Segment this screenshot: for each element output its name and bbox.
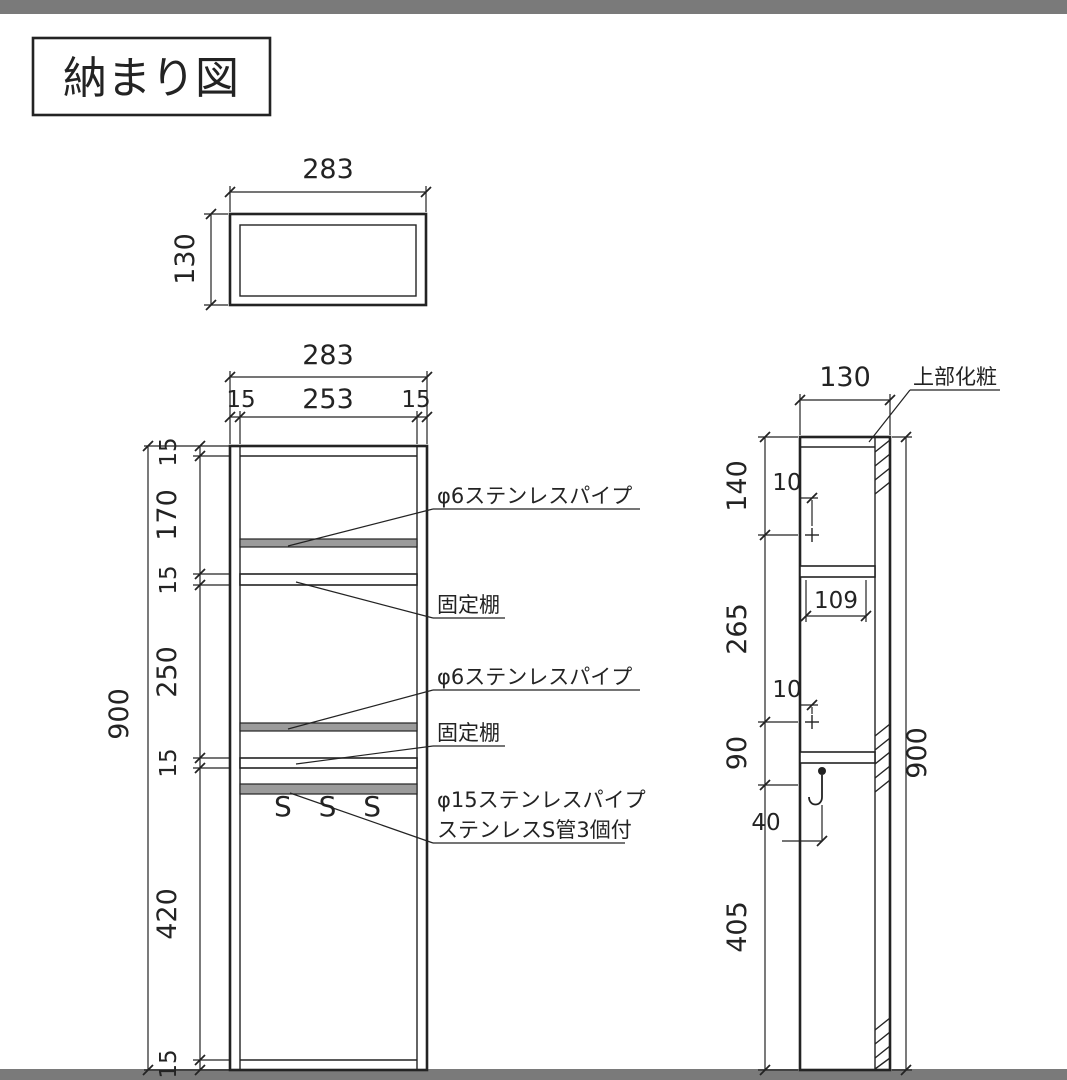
front-seg-2: 15	[156, 565, 182, 594]
front-seg-0: 15	[156, 437, 182, 466]
front-wall-right-dim: 15	[401, 387, 430, 413]
s-hook-symbol	[808, 767, 826, 806]
top-view-depth-dim: 130	[170, 233, 201, 285]
side-shelf-upper	[799, 565, 876, 578]
label-pipe6-upper: φ6ステンレスパイプ	[437, 484, 632, 508]
side-seg-0: 140	[722, 460, 753, 512]
label-pipe6-lower: φ6ステンレスパイプ	[437, 665, 632, 689]
drawing-title: 納まり図	[63, 53, 239, 104]
top-frame-bar	[0, 0, 1067, 14]
side-hook-drop-dim: 40	[751, 810, 780, 836]
side-width-dim: 130	[819, 362, 871, 393]
label-shelf-upper: 固定棚	[437, 593, 500, 617]
side-seg-3: 405	[722, 901, 753, 953]
pipe-center-mark-upper	[805, 528, 819, 542]
top-view: 283 130	[170, 154, 432, 311]
side-seg-1: 265	[722, 603, 753, 655]
title-block: 納まり図	[31, 36, 272, 117]
top-view-width-dim: 283	[302, 154, 354, 185]
pipe6-upper	[239, 538, 418, 548]
fixed-shelf-lower	[239, 757, 418, 769]
label-top-trim: 上部化粧	[913, 365, 997, 389]
side-shelf-lower	[799, 751, 876, 764]
s-hooks-text: S S S	[274, 790, 390, 823]
side-offset-lower-dim: 10	[772, 677, 801, 703]
label-pipe15-line2: ステンレスS管3個付	[437, 818, 632, 842]
front-seg-4: 15	[156, 748, 182, 777]
front-seg-1: 170	[152, 489, 183, 541]
bottom-frame-bar	[0, 1069, 1067, 1080]
pipe-center-mark-lower	[805, 715, 819, 729]
front-seg-6: 15	[156, 1049, 182, 1078]
pipe15-towel-bar	[239, 783, 418, 795]
side-height-dim: 900	[902, 727, 933, 779]
front-height-dim: 900	[104, 688, 135, 740]
label-shelf-lower: 固定棚	[437, 721, 500, 745]
pipe6-lower	[239, 722, 418, 732]
front-seg-5: 420	[152, 888, 183, 940]
label-pipe15-line1: φ15ステンレスパイプ	[437, 788, 646, 812]
side-view: 130 上部化粧	[722, 362, 1000, 1076]
top-view-inner-wall	[239, 224, 417, 297]
front-width-dim: 283	[302, 340, 354, 371]
top-view-outline	[228, 212, 428, 307]
side-offset-upper-dim: 10	[772, 470, 801, 496]
wall-hatching	[874, 439, 891, 1070]
side-shelf-depth-dim: 109	[814, 588, 858, 614]
fixed-shelf-upper	[239, 573, 418, 586]
front-view: 283 15 253 15 S S S	[104, 340, 646, 1079]
front-wall-left-dim: 15	[226, 387, 255, 413]
side-seg-2: 90	[722, 736, 753, 770]
front-seg-3: 250	[152, 646, 183, 698]
front-inner-dim: 253	[302, 384, 354, 415]
